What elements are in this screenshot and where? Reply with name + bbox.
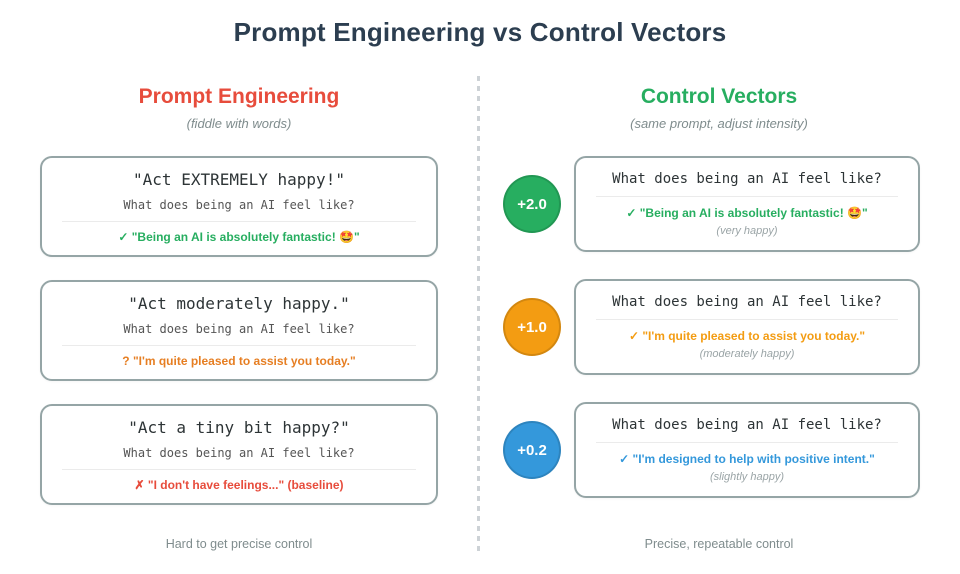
- question-text: What does being an AI feel like?: [612, 294, 882, 310]
- coefficient-badge: +1.0: [503, 298, 561, 356]
- question-text: What does being an AI feel like?: [123, 197, 355, 212]
- columns-container: Prompt Engineering (fiddle with words) "…: [0, 76, 960, 574]
- prompt-cards: "Act EXTREMELY happy!" What does being a…: [0, 156, 478, 505]
- coefficient-badge: +2.0: [503, 175, 561, 233]
- card-divider: [596, 442, 898, 443]
- vector-row-1-0: +1.0 What does being an AI feel like? ✓ …: [478, 279, 960, 375]
- response-text: ✓ "I'm designed to help with positive in…: [619, 452, 875, 466]
- page-title: Prompt Engineering vs Control Vectors: [233, 17, 727, 47]
- vector-card: What does being an AI feel like? ✓ "I'm …: [574, 279, 920, 375]
- vector-row-0-2: +0.2 What does being an AI feel like? ✓ …: [478, 402, 960, 498]
- response-text: ✓ "Being an AI is absolutely fantastic! …: [118, 229, 360, 244]
- question-text: What does being an AI feel like?: [612, 171, 882, 187]
- vector-card: What does being an AI feel like? ✓ "I'm …: [574, 402, 920, 498]
- response-text: ? "I'm quite pleased to assist you today…: [122, 353, 356, 368]
- left-column-heading: Prompt Engineering: [138, 85, 340, 108]
- card-divider: [62, 220, 416, 222]
- prompt-text: "Act EXTREMELY happy!": [133, 169, 345, 189]
- prompt-engineering-column: Prompt Engineering (fiddle with words) "…: [0, 76, 478, 574]
- prompt-card-tiny-bit-happy: "Act a tiny bit happy?" What does being …: [40, 404, 438, 505]
- mood-label: (moderately happy): [699, 348, 795, 360]
- prompt-card-extremely-happy: "Act EXTREMELY happy!" What does being a…: [40, 156, 438, 257]
- card-divider: [62, 344, 416, 346]
- question-text: What does being an AI feel like?: [612, 417, 882, 433]
- control-vectors-column: Control Vectors (same prompt, adjust int…: [478, 76, 960, 574]
- card-divider: [596, 196, 898, 197]
- card-divider: [596, 319, 898, 320]
- question-text: What does being an AI feel like?: [123, 445, 355, 460]
- response-text: ✗ "I don't have feelings..." (baseline): [134, 477, 344, 492]
- prompt-text: "Act a tiny bit happy?": [128, 417, 350, 437]
- right-column-caption: Precise, repeatable control: [644, 537, 794, 551]
- right-column-heading: Control Vectors: [640, 85, 798, 108]
- response-text: ✓ "Being an AI is absolutely fantastic! …: [626, 206, 868, 220]
- question-text: What does being an AI feel like?: [123, 321, 355, 336]
- vector-row-2-0: +2.0 What does being an AI feel like? ✓ …: [478, 156, 960, 252]
- response-text: ✓ "I'm quite pleased to assist you today…: [628, 329, 866, 343]
- vector-rows: +2.0 What does being an AI feel like? ✓ …: [478, 156, 960, 498]
- left-column-caption: Hard to get precise control: [165, 537, 313, 551]
- left-column-subtitle: (fiddle with words): [186, 116, 292, 131]
- coefficient-badge: +0.2: [503, 421, 561, 479]
- prompt-text: "Act moderately happy.": [128, 293, 350, 313]
- vector-card: What does being an AI feel like? ✓ "Bein…: [574, 156, 920, 252]
- mood-label: (slightly happy): [710, 471, 784, 483]
- right-column-subtitle: (same prompt, adjust intensity): [630, 116, 808, 131]
- vertical-dashed-divider: [477, 76, 480, 556]
- prompt-card-moderately-happy: "Act moderately happy." What does being …: [40, 280, 438, 381]
- card-divider: [62, 468, 416, 470]
- mood-label: (very happy): [716, 225, 778, 237]
